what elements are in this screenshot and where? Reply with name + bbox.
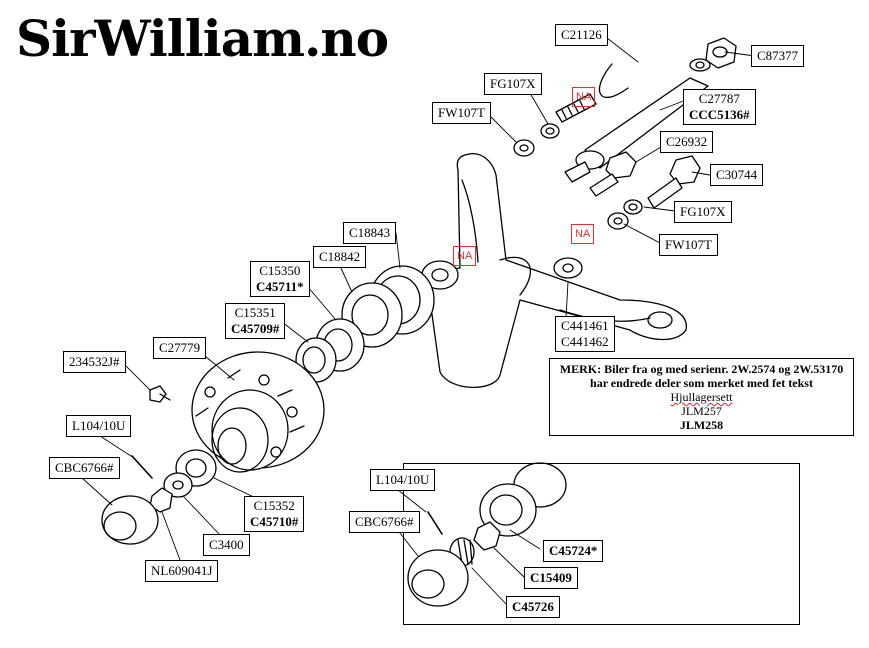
part-label-234532j[interactable]: 234532J# xyxy=(63,351,126,373)
note-line: har endrede deler som merket med fet tek… xyxy=(590,376,813,390)
part-number-old: C15350 xyxy=(259,263,301,278)
stub-axle-part xyxy=(421,153,687,389)
part-label-c15350[interactable]: C15350 C45711* xyxy=(250,261,310,297)
shim-washer-part xyxy=(553,257,583,279)
part-label-l104-main[interactable]: L104/10U xyxy=(66,415,132,437)
part-label-c441461[interactable]: C441461 C441462 xyxy=(555,316,615,352)
hub-part xyxy=(191,351,325,473)
part-label-nl609041j[interactable]: NL609041J xyxy=(145,560,219,582)
top-nut-part xyxy=(689,37,737,72)
part-label-c26932[interactable]: C26932 xyxy=(660,131,714,153)
part-label-c45726[interactable]: C45726 xyxy=(506,596,560,618)
part-label-c18842[interactable]: C18842 xyxy=(313,246,367,268)
part-label-fg107x-mid[interactable]: FG107X xyxy=(674,201,732,223)
bolt-part xyxy=(647,155,701,209)
inset-hub-part xyxy=(407,462,567,607)
note-line: MERK: Biler fra og med serienr. 2W.2574 … xyxy=(559,362,844,376)
part-number-old: C15351 xyxy=(234,305,276,320)
part-label-c27787[interactable]: C27787 CCC5136# xyxy=(683,89,756,125)
part-number-variant-1: C441461 xyxy=(561,318,609,333)
na-tag: NA xyxy=(453,246,477,266)
revision-note: MERK: Biler fra og med serienr. 2W.2574 … xyxy=(549,358,854,436)
part-label-c3400[interactable]: C3400 xyxy=(203,534,250,556)
part-label-c87377[interactable]: C87377 xyxy=(751,45,805,67)
part-number-old: C27787 xyxy=(698,91,740,106)
part-label-fg107x-top[interactable]: FG107X xyxy=(484,73,542,95)
part-label-fw107t-top[interactable]: FW107T xyxy=(432,102,491,124)
note-line: Hjullagersett xyxy=(670,390,733,404)
part-label-c27779[interactable]: C27779 xyxy=(153,337,207,359)
part-number-new: C45709# xyxy=(231,321,280,336)
dust-cap-part xyxy=(101,495,159,545)
brand-logo[interactable]: SirWilliam.no xyxy=(16,9,389,68)
part-label-c18843[interactable]: C18843 xyxy=(343,222,397,244)
note-line: JLM257 xyxy=(681,404,722,418)
na-tag: NA xyxy=(572,87,596,107)
stud-part xyxy=(555,93,597,123)
leader-lines xyxy=(81,37,756,605)
part-number-new: C45711* xyxy=(256,279,304,294)
part-label-c15351[interactable]: C15351 C45709# xyxy=(225,303,286,339)
part-number-old: C15352 xyxy=(253,498,295,513)
part-label-cbc6766-inset[interactable]: CBC6766# xyxy=(349,511,420,533)
part-label-l104-inset[interactable]: L104/10U xyxy=(370,469,436,491)
bearing-part xyxy=(295,265,435,383)
part-label-c45724[interactable]: C45724* xyxy=(543,540,604,562)
note-line: JLM258 xyxy=(679,418,724,432)
circlip-part xyxy=(598,63,629,99)
part-label-fw107t-mid[interactable]: FW107T xyxy=(659,234,718,256)
part-number-new: CCC5136# xyxy=(689,107,750,122)
bolt-part xyxy=(589,151,637,197)
part-number-variant-2: C441462 xyxy=(561,334,609,349)
na-tag: NA xyxy=(571,224,595,244)
part-number-new: C45710# xyxy=(250,514,299,529)
inset-frame xyxy=(403,463,800,625)
part-label-c30744[interactable]: C30744 xyxy=(710,164,764,186)
part-label-c15409[interactable]: C15409 xyxy=(524,567,578,589)
screw-part xyxy=(149,385,171,403)
part-label-c21126[interactable]: C21126 xyxy=(555,24,608,46)
part-label-c15352[interactable]: C15352 C45710# xyxy=(244,496,305,532)
part-label-cbc6766-main[interactable]: CBC6766# xyxy=(49,457,120,479)
